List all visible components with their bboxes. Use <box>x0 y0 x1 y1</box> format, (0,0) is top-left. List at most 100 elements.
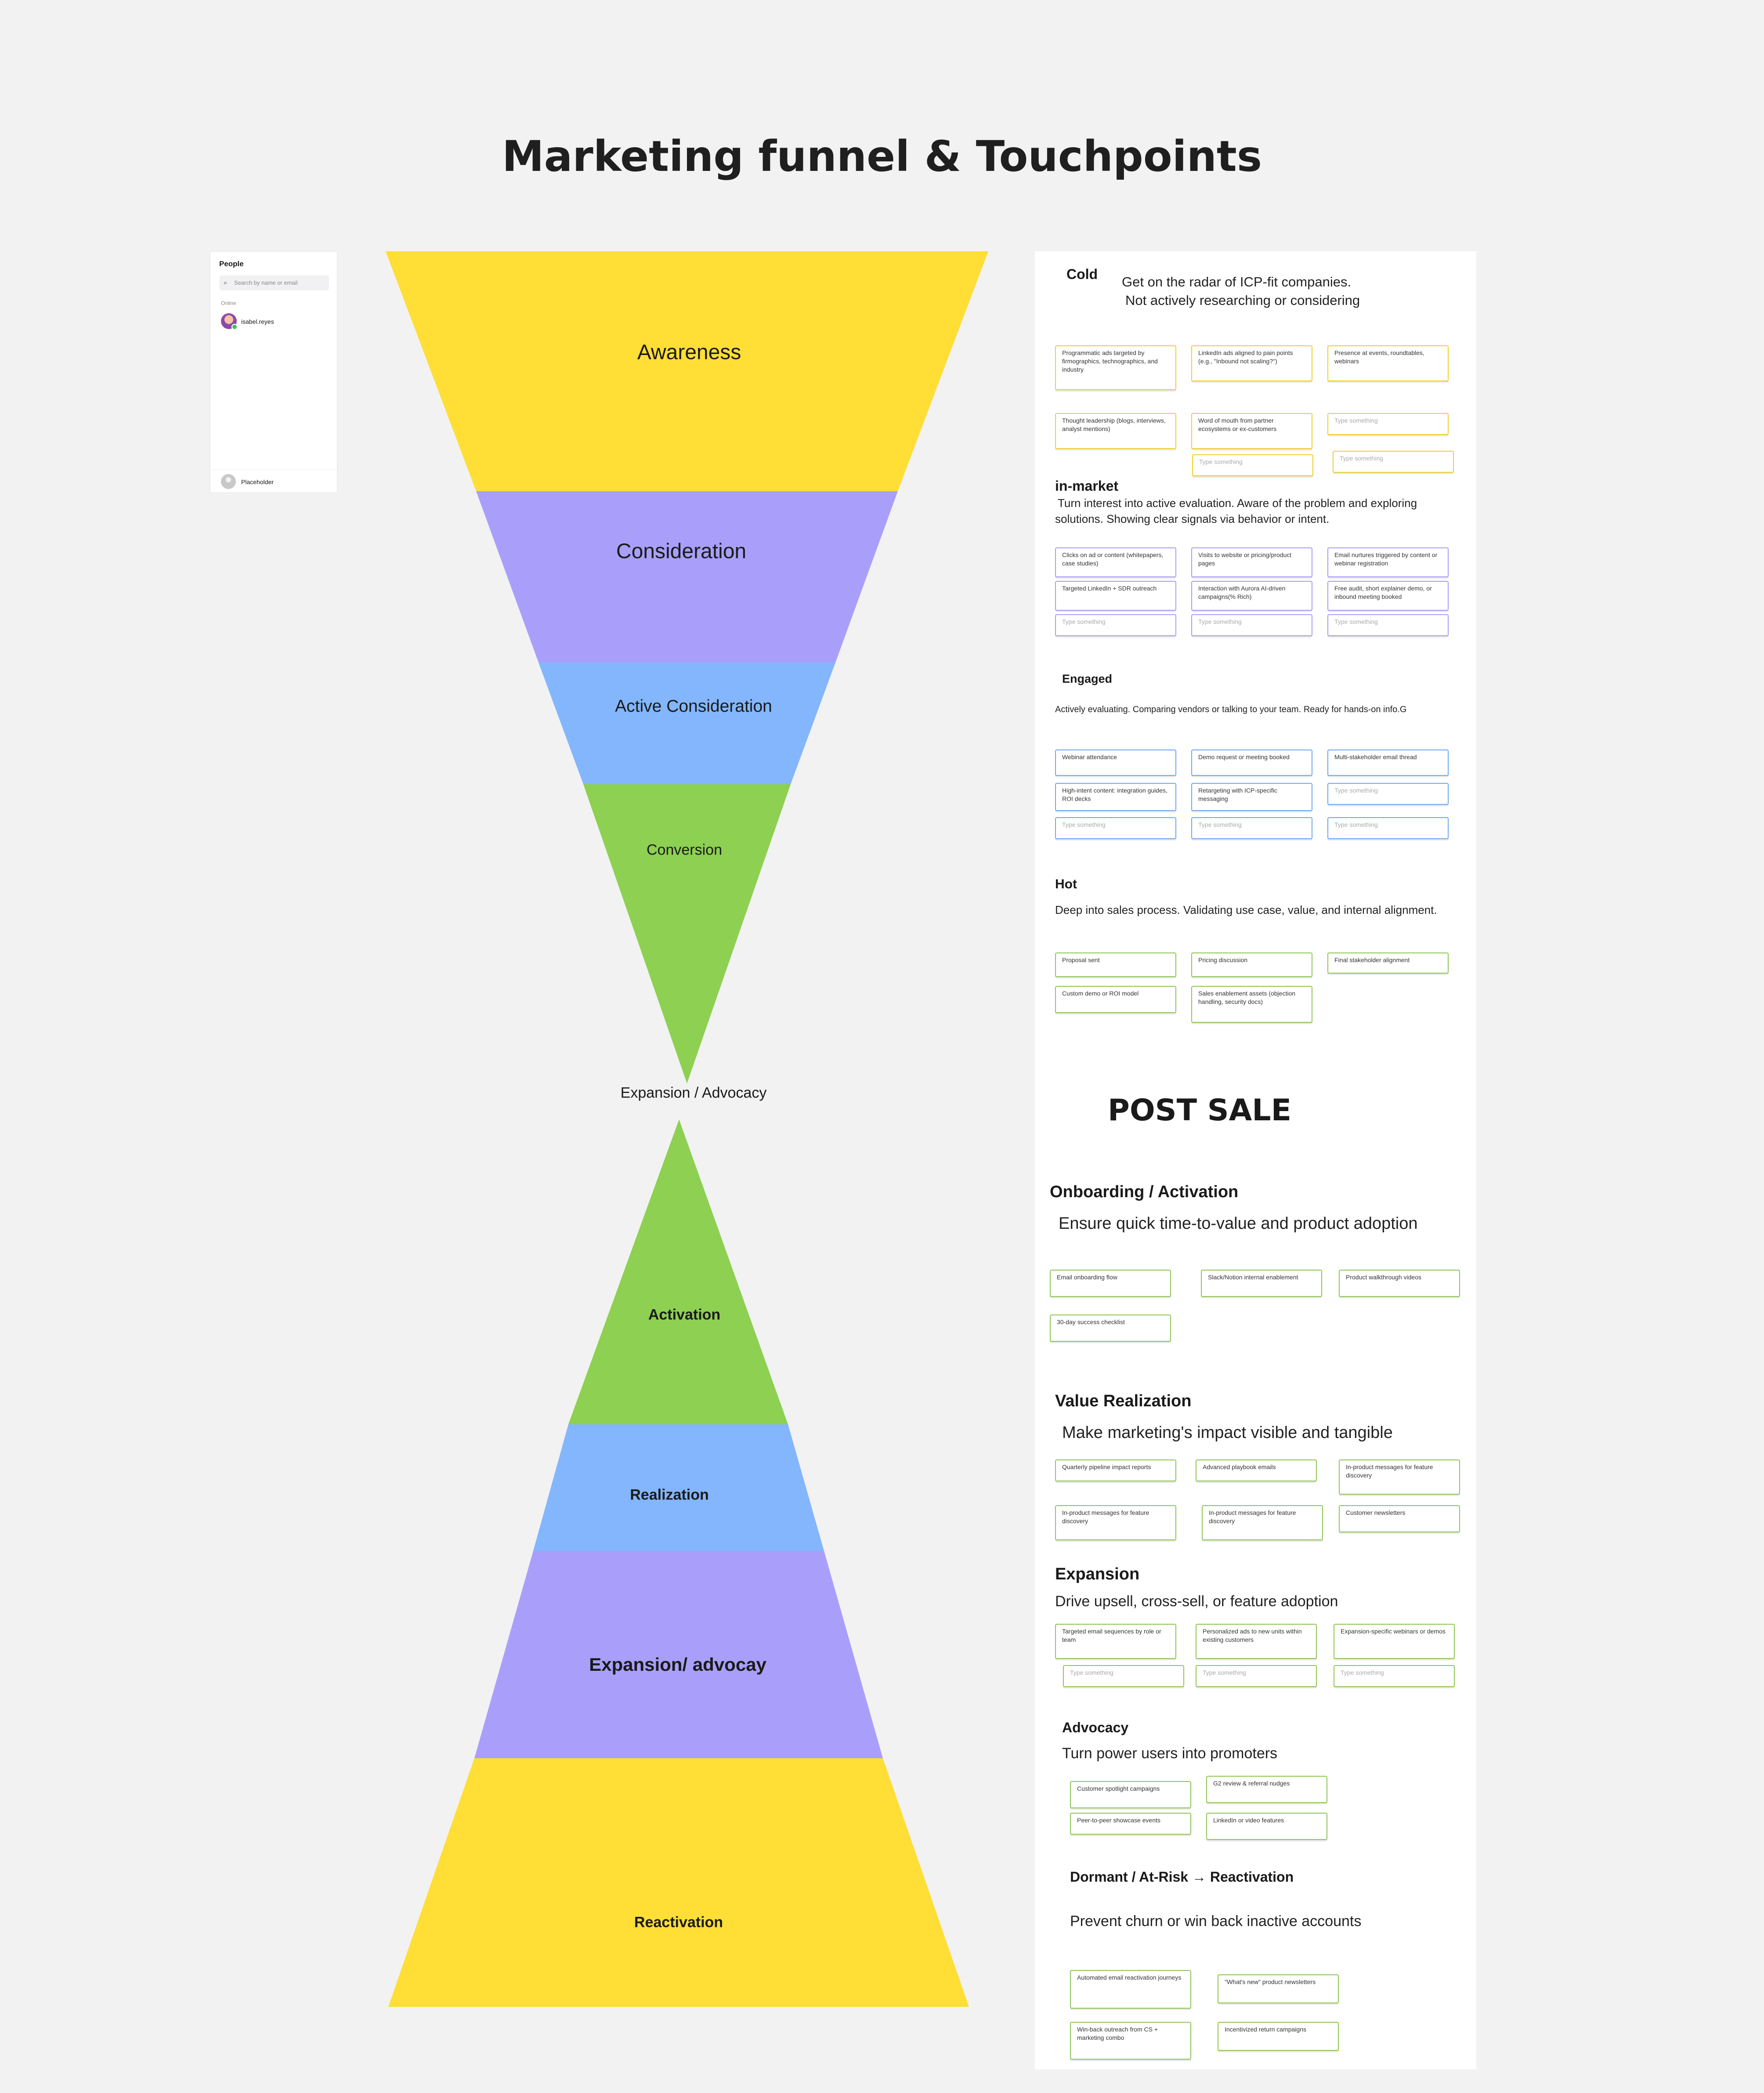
touchpoint-card[interactable]: Demo request or meeting booked <box>1191 750 1312 776</box>
touchpoint-card-placeholder[interactable]: Type something <box>1055 614 1176 636</box>
pyramid-segment-realization[interactable] <box>533 1424 824 1551</box>
label-active-consideration: Active Consideration <box>615 697 772 716</box>
touchpoint-card[interactable]: Email onboarding flow <box>1050 1270 1171 1297</box>
touchpoint-card[interactable]: LinkedIn ads aligned to pain points (e.g… <box>1191 345 1312 381</box>
touchpoints-board: Cold Get on the radar of ICP-fit compani… <box>1035 251 1476 2069</box>
touchpoint-card[interactable]: G2 review & referral nudges <box>1206 1776 1327 1803</box>
label-conversion: Conversion <box>647 841 722 858</box>
label-realization: Realization <box>630 1486 709 1503</box>
funnel-segment-conversion[interactable] <box>583 784 791 1083</box>
touchpoint-card[interactable]: Expansion-specific webinars or demos <box>1334 1624 1455 1659</box>
touchpoint-card[interactable]: Email nurtures triggered by content or w… <box>1327 547 1449 577</box>
touchpoint-card[interactable]: Personalized ads to new units within exi… <box>1196 1624 1317 1659</box>
touchpoint-card[interactable]: In-product messages for feature discover… <box>1339 1459 1460 1495</box>
touchpoint-card[interactable]: Quarterly pipeline impact reports <box>1055 1459 1176 1481</box>
touchpoint-card-placeholder[interactable]: Type something <box>1191 614 1312 636</box>
touchpoint-card-placeholder[interactable]: Type something <box>1327 783 1449 805</box>
touchpoint-card[interactable]: Proposal sent <box>1055 952 1176 977</box>
touchpoint-card[interactable]: Webinar attendance <box>1055 750 1176 776</box>
touchpoint-card[interactable]: Advanced playbook emails <box>1196 1459 1317 1481</box>
touchpoint-card[interactable]: Peer-to-peer showcase events <box>1070 1813 1191 1835</box>
touchpoint-card[interactable]: Automated email reactivation journeys <box>1070 1970 1191 2009</box>
stage-value-desc: Make marketing's impact visible and tang… <box>1062 1423 1393 1442</box>
search-icon: ⌕ <box>224 279 228 286</box>
touchpoint-card[interactable]: Product walkthrough videos <box>1339 1270 1460 1297</box>
stage-expansion-desc: Drive upsell, cross-sell, or feature ado… <box>1055 1593 1338 1610</box>
touchpoint-card-placeholder[interactable]: Type something <box>1333 451 1454 473</box>
stage-in-market-desc-line2: solutions. Showing clear signals via beh… <box>1055 512 1330 525</box>
placeholder-avatar[interactable] <box>221 474 236 489</box>
touchpoint-card-placeholder[interactable]: Type something <box>1334 1665 1455 1687</box>
touchpoint-card[interactable]: Final stakeholder alignment <box>1327 952 1449 974</box>
touchpoint-card[interactable]: Slack/Notion internal enablement <box>1201 1270 1322 1297</box>
people-panel: People ⌕ Search by name or email Online … <box>210 251 337 493</box>
pyramid-segment-expansion-advocacy[interactable] <box>474 1551 883 1758</box>
touchpoint-card-placeholder[interactable]: Type something <box>1327 817 1449 839</box>
stage-dormant-desc: Prevent churn or win back inactive accou… <box>1070 1913 1362 1930</box>
touchpoint-card[interactable]: Word of mouth from partner ecosystems or… <box>1191 413 1312 449</box>
pyramid-segment-reactivation[interactable] <box>388 1758 969 2007</box>
online-status-dot <box>231 324 238 330</box>
stage-in-market-title: in-market <box>1055 478 1119 494</box>
touchpoint-card[interactable]: Free audit, short explainer demo, or inb… <box>1327 581 1449 611</box>
touchpoint-card[interactable]: Thought leadership (blogs, interviews, a… <box>1055 413 1176 449</box>
people-search-input[interactable]: ⌕ Search by name or email <box>219 275 329 290</box>
funnel-segment-active-consideration[interactable] <box>539 663 835 784</box>
touchpoint-card[interactable]: Presence at events, roundtables, webinar… <box>1327 345 1449 381</box>
online-section-label: Online <box>221 300 236 306</box>
stage-advocacy-desc: Turn power users into promoters <box>1062 1745 1278 1762</box>
touchpoint-card[interactable]: Visits to website or pricing/product pag… <box>1191 547 1312 577</box>
touchpoint-card[interactable]: "What's new" product newsletters <box>1218 1974 1339 2003</box>
stage-cold-desc-line2: Not actively researching or considering <box>1125 293 1360 308</box>
touchpoint-card[interactable]: Targeted LinkedIn + SDR outreach <box>1055 581 1176 611</box>
stage-in-market-desc-line1: Turn interest into active evaluation. Aw… <box>1058 496 1417 510</box>
touchpoint-card[interactable]: Incentivized return campaigns <box>1218 2022 1339 2051</box>
touchpoint-card-placeholder[interactable]: Type something <box>1327 614 1449 636</box>
touchpoint-card[interactable]: LinkedIn or video features <box>1206 1813 1327 1840</box>
stage-cold-desc-line1: Get on the radar of ICP-fit companies. <box>1122 274 1352 290</box>
touchpoint-card[interactable]: High-intent content: integration guides,… <box>1055 783 1176 811</box>
touchpoint-card[interactable]: 30-day success checklist <box>1050 1314 1171 1342</box>
touchpoint-card[interactable]: Customer newsletters <box>1339 1505 1460 1532</box>
funnel-segment-consideration[interactable] <box>476 491 898 663</box>
touchpoint-card-placeholder[interactable]: Type something <box>1196 1665 1317 1687</box>
stage-cold-title: Cold <box>1066 266 1098 282</box>
touchpoint-card[interactable]: Customer spotlight campaigns <box>1070 1781 1191 1808</box>
touchpoint-card-placeholder[interactable]: Type something <box>1055 817 1176 839</box>
touchpoint-card[interactable]: Programmatic ads targeted by firmographi… <box>1055 345 1176 390</box>
stage-hot-title: Hot <box>1055 877 1077 891</box>
label-expansion-advocacy: Expansion/ advocay <box>589 1654 766 1675</box>
touchpoint-card-placeholder[interactable]: Type something <box>1192 454 1313 476</box>
touchpoint-card[interactable]: Interaction with Aurora AI-driven campai… <box>1191 581 1312 611</box>
touchpoint-card[interactable]: Win-back outreach from CS + marketing co… <box>1070 2022 1191 2060</box>
touchpoint-card[interactable]: Sales enablement assets (objection handl… <box>1191 986 1312 1023</box>
stage-onboarding-desc: Ensure quick time-to-value and product a… <box>1059 1214 1418 1233</box>
user-avatar[interactable] <box>221 313 238 330</box>
stage-advocacy-title: Advocacy <box>1062 1720 1129 1735</box>
pyramid-segment-activation[interactable] <box>568 1119 788 1424</box>
people-panel-title: People <box>219 260 244 268</box>
stage-expansion-title: Expansion <box>1055 1565 1140 1583</box>
post-sale-heading: POST SALE <box>1108 1093 1292 1128</box>
people-search-placeholder: Search by name or email <box>234 279 298 286</box>
funnel-segment-awareness[interactable] <box>386 251 988 491</box>
stage-engaged-title: Engaged <box>1062 672 1113 685</box>
online-user-name[interactable]: isabel.reyes <box>241 318 274 325</box>
touchpoint-card[interactable]: Pricing discussion <box>1191 952 1312 977</box>
touchpoint-card[interactable]: Retargeting with ICP-specific messaging <box>1191 783 1312 811</box>
label-reactivation: Reactivation <box>634 1914 723 1931</box>
touchpoint-card[interactable]: Clicks on ad or content (whitepapers, ca… <box>1055 547 1176 577</box>
stage-value-title: Value Realization <box>1055 1392 1192 1410</box>
label-expansion-advocacy-middle: Expansion / Advocacy <box>620 1084 767 1101</box>
touchpoint-card-placeholder[interactable]: Type something <box>1191 817 1312 839</box>
stage-dormant-title: Dormant / At-Risk → Reactivation <box>1070 1869 1294 1885</box>
touchpoint-card[interactable]: In-product messages for feature discover… <box>1055 1505 1176 1540</box>
touchpoint-card[interactable]: Custom demo or ROI model <box>1055 986 1176 1013</box>
touchpoint-card[interactable]: In-product messages for feature discover… <box>1202 1505 1323 1540</box>
touchpoint-card[interactable]: Multi-stakeholder email thread <box>1327 750 1449 776</box>
touchpoint-card-placeholder[interactable]: Type something <box>1063 1665 1184 1687</box>
touchpoint-card-placeholder[interactable]: Type something <box>1327 413 1449 435</box>
touchpoint-card[interactable]: Targeted email sequences by role or team <box>1055 1624 1176 1659</box>
stage-engaged-desc: Actively evaluating. Comparing vendors o… <box>1055 705 1407 714</box>
placeholder-user-name[interactable]: Placeholder <box>241 478 274 485</box>
